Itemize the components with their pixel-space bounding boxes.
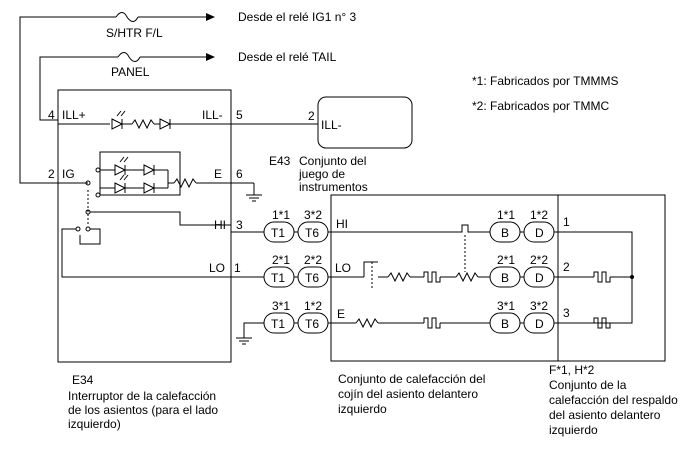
connector-bd-row-2 bbox=[489, 266, 555, 288]
ground-symbol-e bbox=[231, 182, 262, 202]
ig1-source-label: Desde el relé IG1 n° 3 bbox=[238, 10, 357, 24]
pin-hi-label: HI bbox=[214, 218, 226, 232]
b-connector-row-1: B bbox=[501, 226, 509, 240]
pin-ig-label: IG bbox=[62, 167, 75, 181]
switch-illumination-path bbox=[58, 110, 231, 130]
pin-6-number: 6 bbox=[236, 167, 243, 181]
switch-desc-line-2: de los asientos (para el lado bbox=[68, 403, 218, 417]
switch-e34-box bbox=[57, 89, 232, 363]
d-label-row-3: 3*2 bbox=[530, 299, 548, 313]
pin-e-label: E bbox=[214, 167, 222, 181]
b-label-row-3: 3*1 bbox=[497, 299, 515, 313]
pin-ill-minus-label: ILL- bbox=[202, 108, 223, 122]
connector-bd-row-1 bbox=[489, 221, 555, 243]
cushion-desc-line-3: izquierdo bbox=[338, 402, 387, 416]
pin-4-number: 4 bbox=[48, 108, 55, 122]
t1-connector-row-1: T1 bbox=[271, 226, 285, 240]
switch-desc-line-3: izquierdo) bbox=[68, 417, 121, 431]
t1-connector-row-2: T1 bbox=[271, 271, 285, 285]
lo-internal-wire bbox=[61, 228, 231, 278]
note-tmmc: *2: Fabricados por TMMC bbox=[472, 99, 609, 113]
d-connector-row-1: D bbox=[535, 226, 544, 240]
back-pin-2: 2 bbox=[563, 260, 570, 274]
cushion-lo-label: LO bbox=[335, 261, 351, 275]
pin-lo-label: LO bbox=[209, 261, 225, 275]
switch-indicator-leds bbox=[58, 151, 231, 245]
pin-ill-plus-label: ILL+ bbox=[62, 108, 86, 122]
t1-label-row-1: 1*1 bbox=[272, 208, 290, 222]
d-label-row-1: 1*2 bbox=[530, 208, 548, 222]
pin-3-number: 3 bbox=[236, 218, 243, 232]
connector-bd-row-3 bbox=[489, 312, 555, 334]
d-connector-row-2: D bbox=[535, 271, 544, 285]
cushion-hi-label: HI bbox=[336, 217, 348, 231]
back-desc-line-1: Conjunto de la bbox=[549, 378, 627, 392]
pin-2-number: 2 bbox=[48, 167, 55, 181]
cluster-code: E43 bbox=[269, 154, 291, 168]
d-label-row-2: 2*2 bbox=[530, 253, 548, 267]
b-label-row-1: 1*1 bbox=[497, 208, 515, 222]
cushion-desc-line-2: cojín del asiento delantero bbox=[338, 387, 478, 401]
b-connector-row-3: B bbox=[501, 317, 509, 331]
switch-code: E34 bbox=[72, 373, 94, 387]
back-code: F*1, H*2 bbox=[549, 363, 595, 377]
cluster-desc-line-2: juego de bbox=[298, 167, 345, 181]
cushion-desc-line-1: Conjunto de calefacción del bbox=[338, 372, 485, 386]
cluster-pin-number: 2 bbox=[308, 109, 315, 123]
t6-connector-row-2: T6 bbox=[305, 271, 319, 285]
tail-feed-line bbox=[39, 52, 215, 121]
shtr-fuse-label: S/HTR F/L bbox=[106, 26, 163, 40]
d-connector-row-3: D bbox=[535, 317, 544, 331]
back-desc-line-4: izquierdo bbox=[549, 423, 598, 437]
t6-label-row-1: 3*2 bbox=[304, 208, 322, 222]
t1-connector-row-3: T1 bbox=[271, 317, 285, 331]
note-tmmms: *1: Fabricados por TMMMS bbox=[472, 74, 619, 88]
cluster-pin-label: ILL- bbox=[321, 118, 342, 132]
back-desc-line-3: del asiento delantero bbox=[549, 408, 661, 422]
cluster-e43-box bbox=[317, 96, 413, 149]
switch-desc-line-1: Interruptor de la calefacción bbox=[68, 389, 216, 403]
cluster-desc-line-1: Conjunto del bbox=[299, 154, 366, 168]
t6-label-row-3: 1*2 bbox=[304, 299, 322, 313]
cushion-e-label: E bbox=[337, 307, 345, 321]
back-heater-box bbox=[557, 194, 666, 362]
t6-connector-row-1: T6 bbox=[305, 226, 319, 240]
t6-connector-row-3: T6 bbox=[305, 317, 319, 331]
tail-source-label: Desde el relé TAIL bbox=[238, 50, 337, 64]
t1-label-row-3: 3*1 bbox=[272, 299, 290, 313]
ig1-feed-line bbox=[19, 12, 215, 184]
cluster-desc-line-3: instrumentos bbox=[299, 180, 368, 194]
t1-label-row-2: 2*1 bbox=[272, 253, 290, 267]
back-desc-line-2: calefacción del respaldo bbox=[549, 393, 678, 407]
back-pin-1: 1 bbox=[563, 215, 570, 229]
back-pin-3: 3 bbox=[563, 306, 570, 320]
t6-label-row-2: 2*2 bbox=[304, 253, 322, 267]
back-heater-wiring bbox=[554, 231, 634, 329]
cushion-internal-wiring bbox=[328, 224, 490, 329]
pin-1-number: 1 bbox=[234, 261, 241, 275]
b-connector-row-2: B bbox=[501, 271, 509, 285]
panel-fuse-label: PANEL bbox=[111, 65, 150, 79]
b-label-row-2: 2*1 bbox=[497, 253, 515, 267]
pin-5-number: 5 bbox=[236, 108, 243, 122]
